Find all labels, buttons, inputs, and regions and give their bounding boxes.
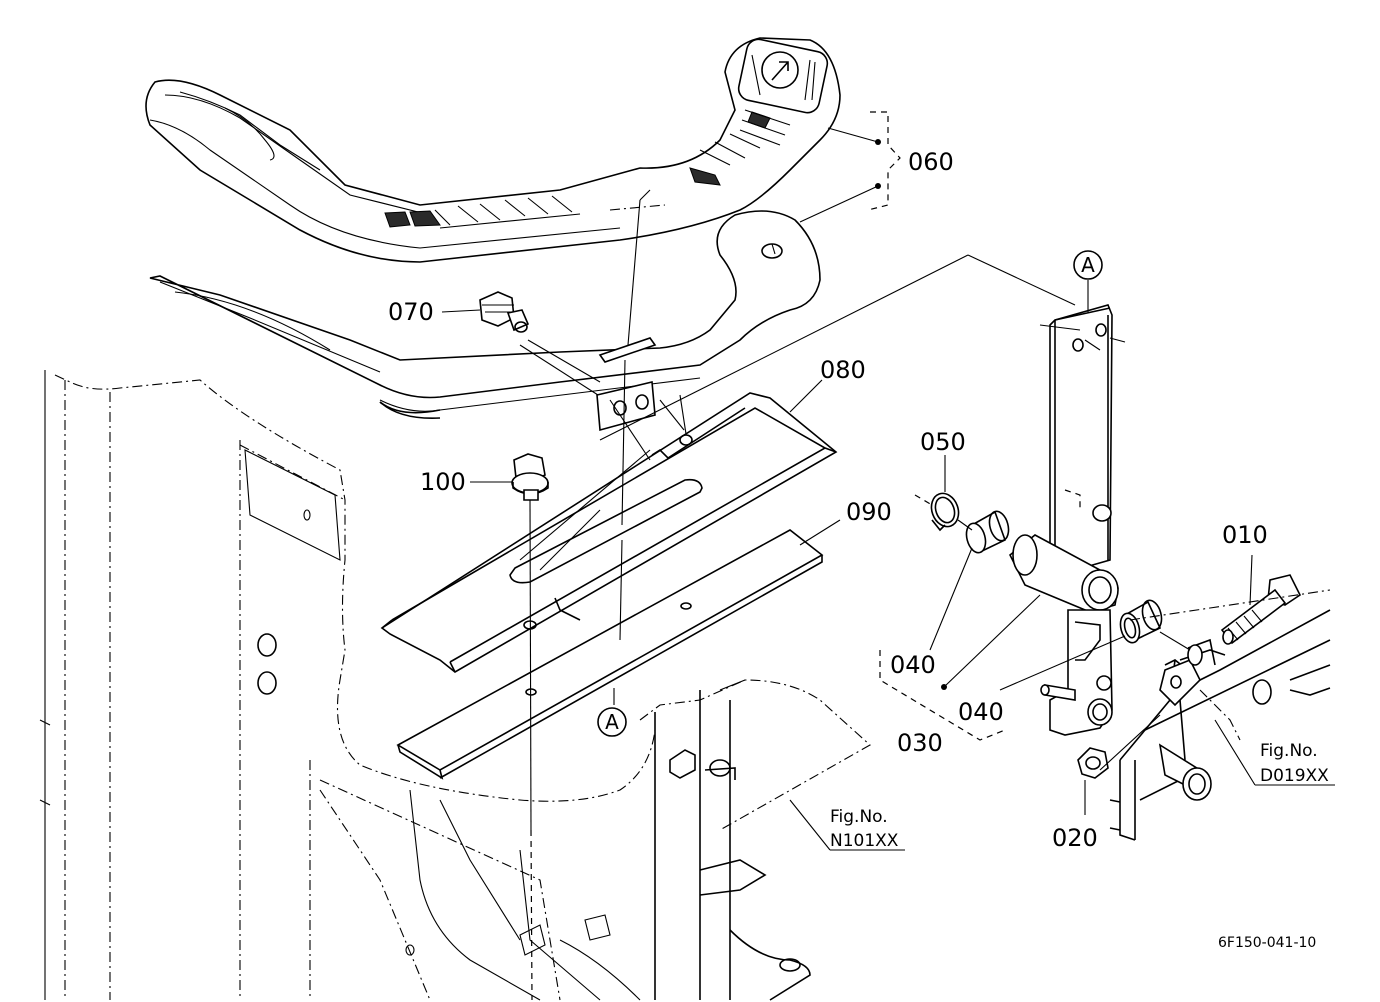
svg-text:N101XX: N101XX — [830, 831, 899, 851]
label-080: 080 — [820, 356, 866, 384]
callout-a-bottom: A — [597, 707, 627, 737]
label-090: 090 — [846, 498, 892, 526]
nut-020 — [1077, 747, 1109, 779]
bolt-070 — [479, 291, 530, 333]
bushing-040-left — [965, 510, 1010, 554]
fig-ref-n101: Fig.No. N101XX — [830, 807, 899, 851]
machine-frame — [39, 370, 656, 1001]
right-frame — [1109, 589, 1331, 841]
snap-ring-050 — [930, 492, 960, 532]
guide-plate-080 — [380, 392, 838, 673]
lower-lever-bracket — [639, 679, 871, 1001]
svg-text:D019XX: D019XX — [1260, 766, 1329, 786]
drawing-number: 6F150-041-10 — [1218, 935, 1316, 951]
svg-text:Fig.No.: Fig.No. — [830, 807, 888, 827]
callout-a-top: A — [1073, 250, 1103, 280]
plate-090 — [396, 529, 824, 780]
lever-bracket-block — [596, 381, 656, 432]
lever-plate-060 — [149, 210, 821, 419]
label-030: 030 — [897, 729, 943, 757]
grip-060 — [145, 37, 841, 263]
bushing-040-right — [1119, 599, 1163, 644]
leader-lines — [441, 111, 1335, 1001]
label-020: 020 — [1052, 824, 1098, 852]
label-050: 050 — [920, 428, 966, 456]
label-070: 070 — [388, 298, 434, 326]
fig-ref-d019: Fig.No. D019XX — [1260, 741, 1329, 786]
svg-text:A: A — [605, 710, 619, 734]
label-040-left: 040 — [890, 651, 936, 679]
shift-arm — [1008, 304, 1126, 736]
svg-text:Fig.No.: Fig.No. — [1260, 741, 1318, 761]
svg-text:A: A — [1081, 253, 1095, 277]
bolt-100 — [511, 453, 549, 501]
label-100: 100 — [420, 468, 466, 496]
label-010: 010 — [1222, 521, 1268, 549]
bolt-010 — [1220, 574, 1302, 645]
label-060: 060 — [908, 148, 954, 176]
label-040-right: 040 — [958, 698, 1004, 726]
